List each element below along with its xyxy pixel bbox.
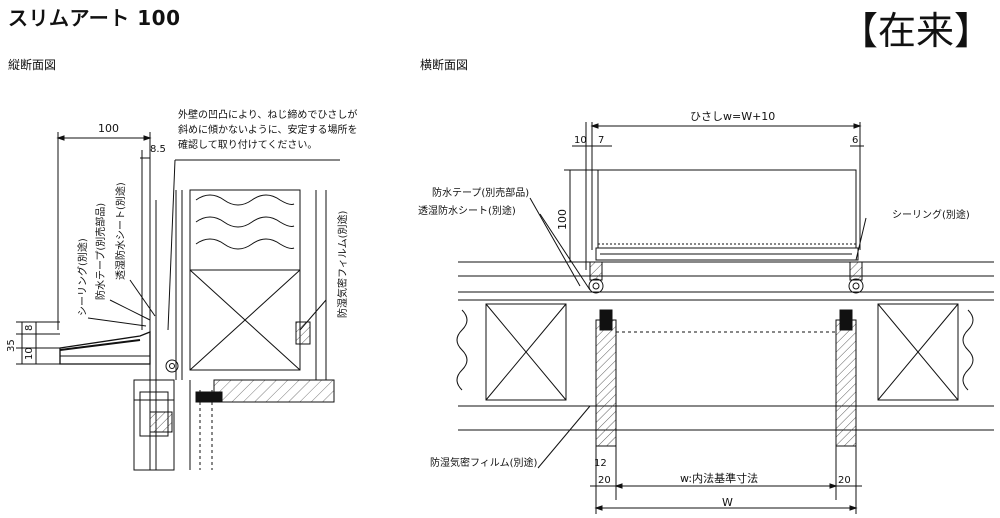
- install-note-line-3: 確認して取り付けてください。: [178, 138, 317, 151]
- h-dim-6: 6: [852, 135, 858, 146]
- v-label-sheet: 透湿防水シート(別途): [114, 182, 127, 280]
- v-dim-8: 8: [24, 325, 35, 331]
- v-dim-10: 10: [24, 347, 35, 360]
- h-dim-inner-width: w:内法基準寸法: [680, 471, 758, 485]
- v-dim-8-5: 8.5: [150, 144, 166, 155]
- h-dim-10: 10: [574, 135, 587, 146]
- v-label-tape: 防水テープ(別売部品): [94, 203, 107, 300]
- h-dim-hisashi-width: ひさしw=W+10: [690, 110, 775, 123]
- h-dim-20-right: 20: [838, 475, 851, 486]
- h-dim-7: 7: [598, 135, 604, 146]
- vertical-section-heading: 縦断面図: [8, 58, 57, 72]
- h-dim-W: W: [722, 496, 733, 509]
- h-label-film: 防湿気密フィルム(別途): [430, 456, 538, 469]
- v-dim-35: 35: [6, 339, 17, 352]
- h-label-sheet: 透湿防水シート(別途): [418, 204, 516, 217]
- construction-type-badge: 【在来】: [839, 9, 992, 53]
- page-title: スリムアート 100: [8, 6, 181, 30]
- horizontal-section-heading: 横断面図: [420, 58, 469, 72]
- v-dim-100: 100: [98, 122, 119, 135]
- h-dim-20-left: 20: [598, 475, 611, 486]
- vertical-section: [16, 132, 340, 471]
- h-dim-100: 100: [556, 209, 569, 230]
- v-label-film: 防湿気密フィルム(別途): [336, 210, 349, 318]
- h-label-tape: 防水テープ(別売部品): [432, 186, 529, 199]
- install-note-line-2: 斜めに傾かないように、安定する場所を: [178, 123, 358, 136]
- h-dim-12: 12: [594, 458, 607, 469]
- install-note-line-1: 外壁の凹凸により、ねじ締めでひさしが: [178, 108, 357, 121]
- v-label-sealing: シーリング(別途): [76, 238, 89, 316]
- horizontal-section: [456, 122, 994, 514]
- horizontal-section-labels: ひさしw=W+10 10 7 6 100 12 20 20 w:内法基準寸法 W…: [418, 110, 970, 509]
- h-label-sealing: シーリング(別途): [892, 208, 970, 221]
- vertical-section-labels: 外壁の凹凸により、ねじ締めでひさしが 斜めに傾かないように、安定する場所を 確認…: [6, 108, 358, 360]
